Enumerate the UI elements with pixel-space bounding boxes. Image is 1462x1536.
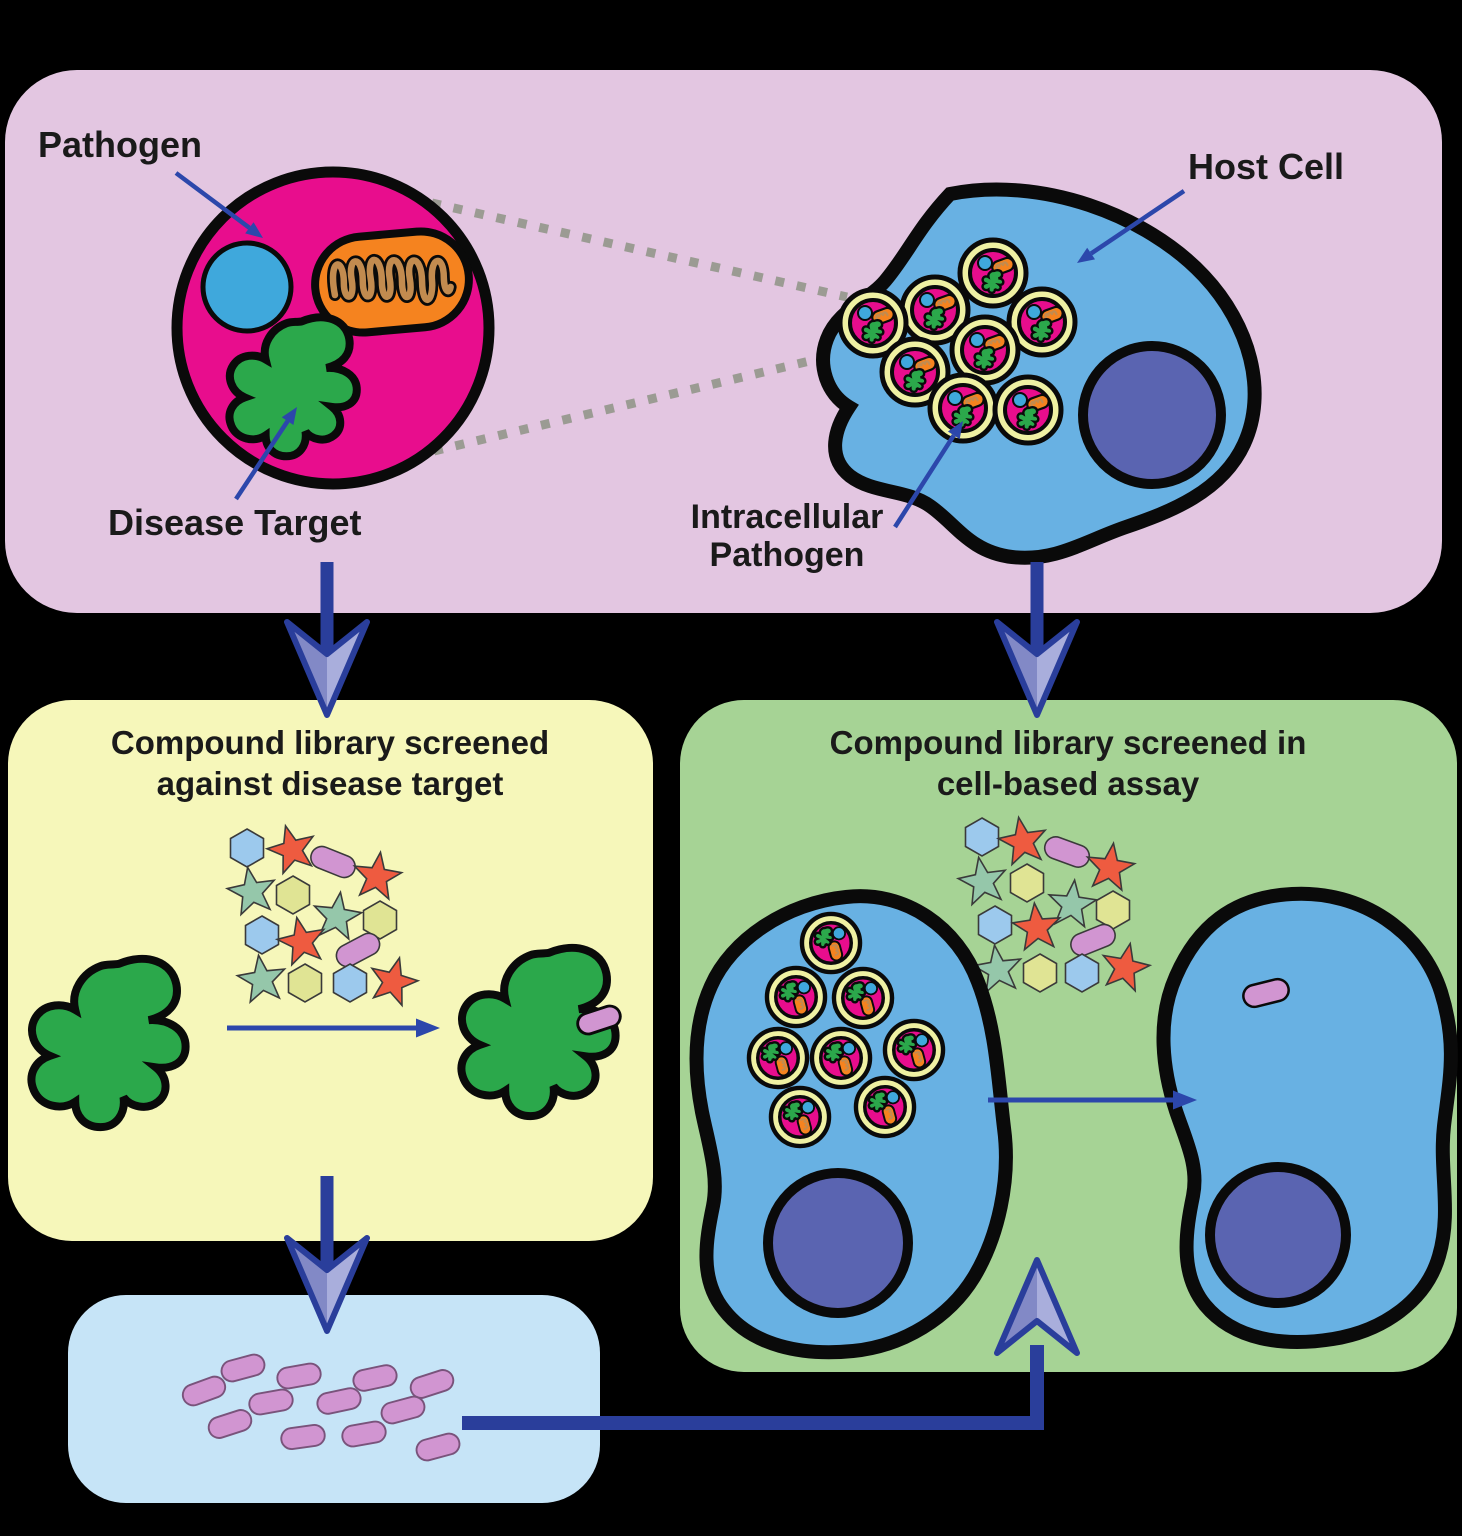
pathogen-cell-icon	[171, 166, 495, 490]
intracellular-pathogen-icon	[834, 969, 892, 1027]
intracellular-pathogen-icon	[767, 968, 825, 1026]
magnification-dotted-lines	[431, 198, 849, 456]
intracellular-pathogen-icon	[885, 1021, 943, 1079]
disease-target-label: Disease Target	[108, 502, 362, 543]
intracellular-pathogen-icon	[960, 240, 1026, 306]
target-binding-arrow	[227, 1018, 440, 1038]
intracellular-pathogen-pointer-arrow	[893, 421, 963, 529]
flow-arrow-to-cell-screen	[994, 619, 1080, 718]
flow-arrow-hits-to-cell-screen	[994, 1257, 1080, 1356]
disease-target-pointer-arrow	[234, 407, 297, 501]
flow-arrow-to-hits	[284, 1235, 370, 1334]
host-cell-label: Host Cell	[1188, 146, 1345, 187]
host-nucleus-icon	[763, 1168, 913, 1318]
intracellular-pathogen-icon	[802, 914, 860, 972]
target-screen-panel	[8, 700, 653, 1241]
host-cell-pointer-arrow	[1077, 189, 1186, 263]
cell-screen-title-line1: Compound library screened in	[829, 724, 1307, 761]
intracellular-pathogen-icon	[771, 1088, 829, 1146]
intracellular-pathogen-icon	[749, 1029, 807, 1087]
infected-cell-icon	[689, 889, 1013, 1360]
target-screen-title-line2: against disease target	[156, 765, 504, 802]
pathogen-label: Pathogen	[38, 124, 203, 165]
host-cell-icon	[816, 182, 1262, 565]
target-screen-title: Compound library screened against diseas…	[28, 722, 632, 804]
cell-screen-title-line2: cell-based assay	[936, 765, 1200, 802]
cell-screen-title: Compound library screened in cell-based …	[700, 722, 1436, 804]
hits-to-cell-screen-connector	[462, 1345, 1044, 1430]
intracellular-pathogen-icon	[856, 1078, 914, 1136]
cell-clearance-arrow	[988, 1090, 1197, 1110]
host-nucleus-icon	[1205, 1162, 1351, 1308]
intracellular-pathogen-icon	[995, 377, 1061, 443]
intracellular-pathogen-label-line1: Intracellular	[690, 498, 884, 536]
intracellular-pathogen-label-line2: Pathogen	[709, 536, 865, 574]
host-nucleus-icon	[1078, 341, 1226, 489]
cleared-cell-icon	[1156, 886, 1458, 1349]
flow-arrow-to-target-screen	[284, 619, 370, 718]
nucleoid-icon	[200, 240, 294, 334]
intracellular-pathogen-icon	[812, 1029, 870, 1087]
intracellular-pathogen-label: Intracellular Pathogen	[662, 498, 912, 574]
target-screen-title-line1: Compound library screened	[110, 724, 550, 761]
intracellular-pathogen-icon	[930, 375, 996, 441]
pathogen-pointer-arrow	[174, 171, 263, 238]
